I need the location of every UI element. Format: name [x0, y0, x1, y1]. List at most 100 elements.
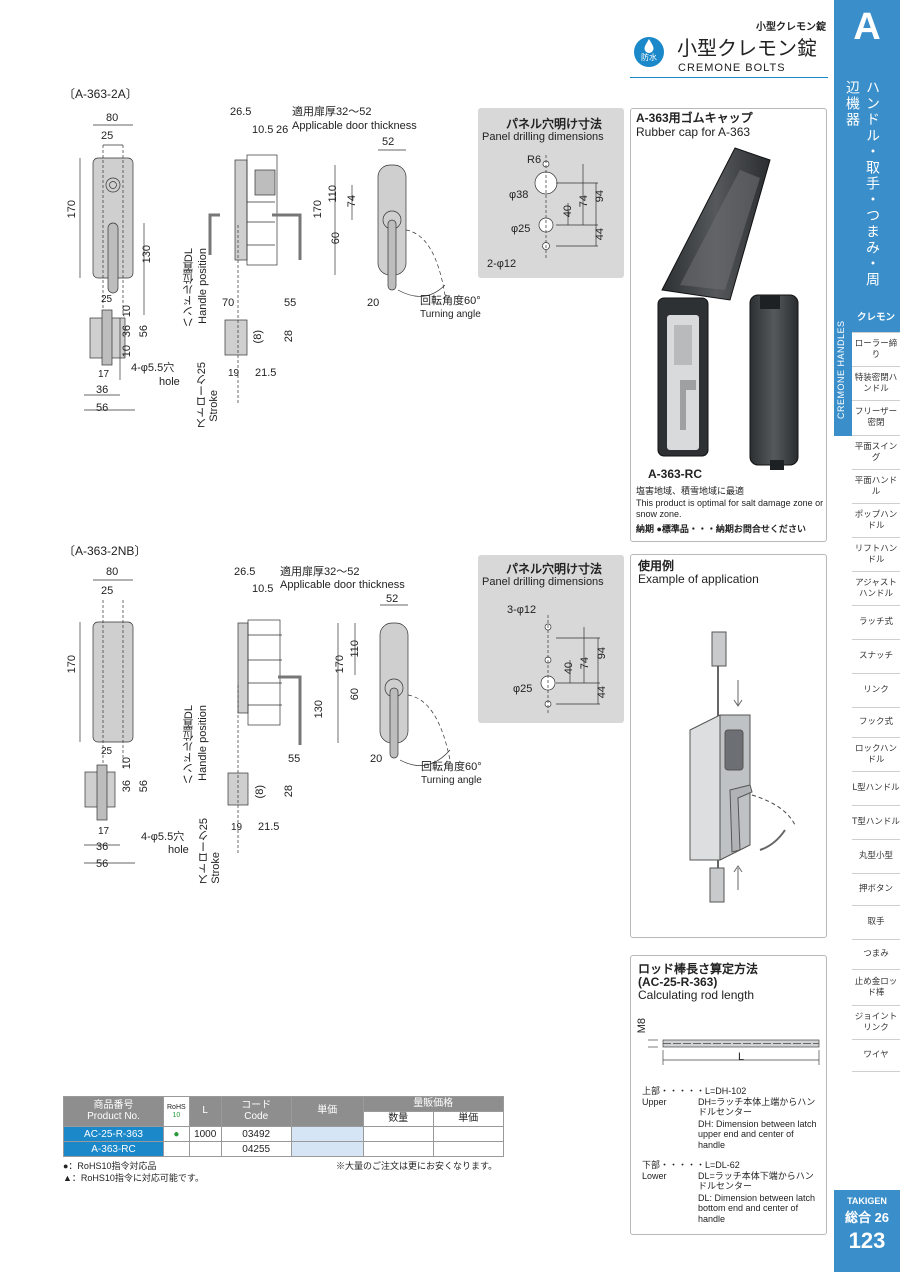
cell-code: 04255 — [220, 1141, 292, 1157]
th-price: 単価 — [290, 1096, 364, 1127]
hole-2a: 4-φ5.5穴 — [131, 362, 175, 374]
door-thickness-2a: 適用扉厚32～52 — [292, 106, 372, 118]
side-item-snatch[interactable]: スナッチ — [852, 640, 900, 674]
dim-2a-10a: 10 — [121, 305, 133, 318]
dim-2a-74: 74 — [346, 195, 358, 208]
side-item-t-handle[interactable]: T型ハンドル — [852, 806, 900, 840]
cell-unit — [432, 1126, 504, 1142]
panel-drilling-title-en-1: Panel drilling dimensions — [482, 131, 604, 143]
dim-2a-170: 170 — [66, 200, 78, 219]
side-item-special-seal[interactable]: 特装密閉ハンドル — [852, 367, 900, 401]
side-item-pop-handle[interactable]: ポップハンドル — [852, 504, 900, 538]
dim-2a-36w: 36 — [96, 384, 109, 396]
cell-price — [290, 1141, 364, 1157]
dim-2nb-25b: 25 — [101, 746, 113, 757]
dim-2a-60: 60 — [330, 232, 342, 245]
dim-2nb-26-5: 26.5 — [234, 566, 256, 578]
badge-label: 防水 — [641, 53, 657, 62]
door-thickness-en-2nb: Applicable door thickness — [280, 579, 405, 591]
dim-2nb-19: 19 — [231, 822, 243, 833]
rod-length-title: ロッド棒長さ算定方法 — [638, 962, 759, 976]
th-rohs-10: 10 — [172, 1111, 181, 1119]
stroke-en-2nb: Stroke — [210, 852, 222, 884]
cell-rohs — [163, 1141, 190, 1157]
side-item-stopper-rod[interactable]: 止め金ロッド棒 — [852, 970, 900, 1006]
side-item-push-button[interactable]: 押ボタン — [852, 874, 900, 906]
dim-2a-10-5: 10.5 — [252, 124, 274, 136]
table-row: AC-25-R-363 ● 1000 03492 — [63, 1126, 504, 1142]
side-item-hook[interactable]: フック式 — [852, 708, 900, 738]
dim-2nb-60: 60 — [349, 688, 361, 701]
handle-position-2a: ハンドル位置DL — [183, 248, 195, 329]
dim-2a-55: 55 — [284, 297, 297, 309]
side-item-l-handle[interactable]: L型ハンドル — [852, 772, 900, 806]
cell-rohs: ● — [163, 1126, 190, 1142]
th-unit: 単価 — [432, 1111, 504, 1127]
side-item-knob[interactable]: つまみ — [852, 940, 900, 970]
panel-drilling-diagram-1 — [534, 155, 598, 260]
side-item-link[interactable]: リンク — [852, 674, 900, 708]
rod-length-title-en: Calculating rod length — [638, 988, 755, 1002]
side-index-category: ハンドル・取手・つまみ・周辺機器 — [844, 80, 880, 288]
side-item-joint-link[interactable]: ジョイントリンク — [852, 1006, 900, 1040]
d38-label: φ38 — [509, 189, 529, 201]
dim-2nb-80: 80 — [106, 566, 119, 578]
dim-2nb-170b: 170 — [334, 655, 346, 674]
page-number: 123 — [848, 1228, 886, 1253]
th-product-en: Product No. — [87, 1110, 140, 1122]
dim-2a-170b: 170 — [312, 200, 324, 219]
th-code-jp: コード — [241, 1100, 272, 1111]
dim-2nb-28: 28 — [283, 785, 295, 798]
h74-label-2: 74 — [579, 657, 591, 670]
bulk-note: ※大量のご注文は更にお安くなります。 — [336, 1161, 498, 1171]
side-item-pull[interactable]: 取手 — [852, 906, 900, 940]
side-item-lock-handle[interactable]: ロックハンドル — [852, 738, 900, 772]
r6-label: R6 — [527, 154, 542, 166]
rod-diagram — [648, 1039, 820, 1065]
rubber-cap-photo — [657, 147, 799, 470]
side-item-cremone[interactable]: クレモン — [852, 303, 900, 333]
drawing-2nb — [79, 579, 451, 864]
side-item-flat-handle[interactable]: 平面ハンドル — [852, 470, 900, 504]
waterproof-badge: 防水 — [634, 37, 664, 67]
side-item-flat-swing[interactable]: 平面スイング — [852, 436, 900, 470]
d25-label-2: φ25 — [513, 683, 533, 695]
rod-upper-en: Upper — [642, 1097, 667, 1107]
rod-length-panel — [630, 955, 827, 1235]
hole-en-2a: hole — [159, 376, 180, 388]
page-title: 小型クレモン錠 — [677, 38, 817, 60]
dim-2nb-25: 25 — [101, 585, 114, 597]
dim-2nb-56: 56 — [138, 780, 150, 793]
side-band — [834, 303, 852, 436]
dim-2a-10b: 10 — [121, 345, 133, 358]
h40-label-2: 40 — [563, 662, 575, 675]
side-item-freezer[interactable]: フリーザー密閉 — [852, 401, 900, 436]
side-item-lift-handle[interactable]: リフトハンドル — [852, 538, 900, 572]
side-item-round-small[interactable]: 丸型小型 — [852, 840, 900, 874]
hole-2nb: 4-φ5.5穴 — [141, 831, 185, 843]
turning-angle-2a: 回転角度60° — [420, 295, 481, 307]
dim-2nb-21-5: 21.5 — [258, 821, 280, 833]
page-footer-badge: TAKIGEN 総合 26 123 — [834, 1190, 900, 1272]
drawing-2a — [79, 124, 446, 411]
dim-2nb-130: 130 — [313, 700, 325, 719]
rod-lower-en: Lower — [642, 1171, 667, 1181]
dim-2a-110: 110 — [327, 185, 339, 203]
rubber-cap-delivery: 納期 ●標準品・・・納期お問合せください — [636, 524, 806, 534]
rod-upper-formula: 上部・・・・・L=DH-102 — [642, 1086, 747, 1096]
legend-rohs-2: ▲：RoHS10指令に対応可能です。 — [63, 1173, 205, 1183]
rod-dh-def: DH=ラッチ本体上端からハンドルセンター — [698, 1097, 816, 1118]
catalog-label: 総合 26 — [834, 1207, 900, 1226]
side-item-latch[interactable]: ラッチ式 — [852, 606, 900, 640]
dim-2a-130: 130 — [141, 245, 153, 264]
rod-dl-def: DL=ラッチ本体下端からハンドルセンター — [698, 1171, 814, 1192]
side-item-wire[interactable]: ワイヤ — [852, 1040, 900, 1072]
turning-angle-en-2a: Turning angle — [420, 309, 481, 320]
dim-2nb-55: 55 — [288, 753, 301, 765]
side-item-roller[interactable]: ローラー締り — [852, 333, 900, 367]
th-rohs-label: RoHS — [167, 1104, 186, 1112]
side-item-adjust-handle[interactable]: アジャストハンドル — [852, 572, 900, 606]
dim-2nb-36: 36 — [121, 780, 133, 793]
rubber-cap-title: A-363用ゴムキャップ — [636, 111, 753, 125]
